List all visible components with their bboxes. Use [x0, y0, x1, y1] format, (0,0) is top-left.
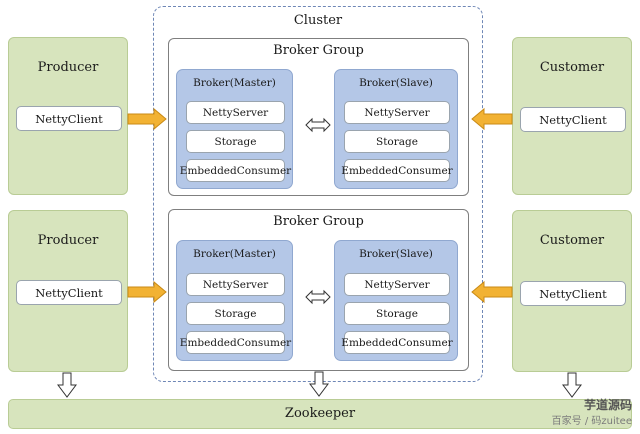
- customer-title: Customer: [539, 233, 605, 248]
- broker-slave-title: Broker(Slave): [359, 248, 433, 260]
- netty-server-box: NettyServer: [186, 273, 285, 296]
- broker-group-2: Broker Group Broker(Master) NettyServer …: [168, 209, 469, 371]
- customer-panel-1: Customer NettyClient: [512, 37, 632, 195]
- producer-to-cluster-arrow-2: [127, 280, 167, 304]
- watermark-sub: 百家号 / 码zuitee: [551, 416, 632, 427]
- broker-group-title: Broker Group: [273, 43, 364, 58]
- customer-to-cluster-arrow-2: [471, 280, 513, 304]
- customer-to-zookeeper-arrow: [562, 372, 582, 398]
- broker-group-title: Broker Group: [273, 214, 364, 229]
- producer-to-zookeeper-arrow: [57, 372, 77, 398]
- zookeeper-label: Zookeeper: [284, 406, 356, 421]
- storage-box: Storage: [186, 302, 285, 325]
- broker-slave: Broker(Slave) NettyServer Storage Embedd…: [334, 69, 458, 189]
- broker-master-title: Broker(Master): [193, 248, 276, 260]
- customer-title: Customer: [539, 60, 605, 75]
- embedded-consumer-box: EmbeddedConsumer: [180, 331, 291, 354]
- broker-slave-title: Broker(Slave): [359, 77, 433, 89]
- customer-panel-2: Customer NettyClient: [512, 210, 632, 372]
- producer-panel-1: Producer NettyClient: [8, 37, 128, 195]
- netty-client-box: NettyClient: [520, 107, 626, 132]
- netty-client-box: NettyClient: [16, 280, 122, 305]
- master-slave-sync-arrow-2: [305, 289, 331, 305]
- embedded-consumer-box: EmbeddedConsumer: [341, 159, 453, 182]
- storage-box: Storage: [344, 302, 450, 325]
- netty-client-box: NettyClient: [520, 281, 626, 306]
- producer-to-cluster-arrow-1: [127, 107, 167, 131]
- broker-group-1: Broker Group Broker(Master) NettyServer …: [168, 38, 469, 196]
- master-slave-sync-arrow-1: [305, 117, 331, 133]
- producer-title: Producer: [37, 60, 99, 75]
- netty-client-box: NettyClient: [16, 106, 122, 131]
- zookeeper-bar: Zookeeper: [8, 399, 632, 429]
- embedded-consumer-box: EmbeddedConsumer: [180, 159, 291, 182]
- broker-slave: Broker(Slave) NettyServer Storage Embedd…: [334, 240, 458, 361]
- producer-title: Producer: [37, 233, 99, 248]
- broker-master-title: Broker(Master): [193, 77, 276, 89]
- cluster-title: Cluster: [293, 13, 343, 28]
- watermark: 芋道源码 百家号 / 码zuitee: [500, 395, 638, 431]
- netty-server-box: NettyServer: [186, 101, 285, 124]
- customer-to-cluster-arrow-1: [471, 107, 513, 131]
- netty-server-box: NettyServer: [344, 101, 450, 124]
- producer-panel-2: Producer NettyClient: [8, 210, 128, 372]
- cluster-to-zookeeper-arrow: [309, 371, 329, 397]
- storage-box: Storage: [186, 130, 285, 153]
- embedded-consumer-box: EmbeddedConsumer: [341, 331, 453, 354]
- broker-master: Broker(Master) NettyServer Storage Embed…: [176, 240, 293, 361]
- storage-box: Storage: [344, 130, 450, 153]
- watermark-title: 芋道源码: [583, 398, 632, 412]
- netty-server-box: NettyServer: [344, 273, 450, 296]
- broker-master: Broker(Master) NettyServer Storage Embed…: [176, 69, 293, 189]
